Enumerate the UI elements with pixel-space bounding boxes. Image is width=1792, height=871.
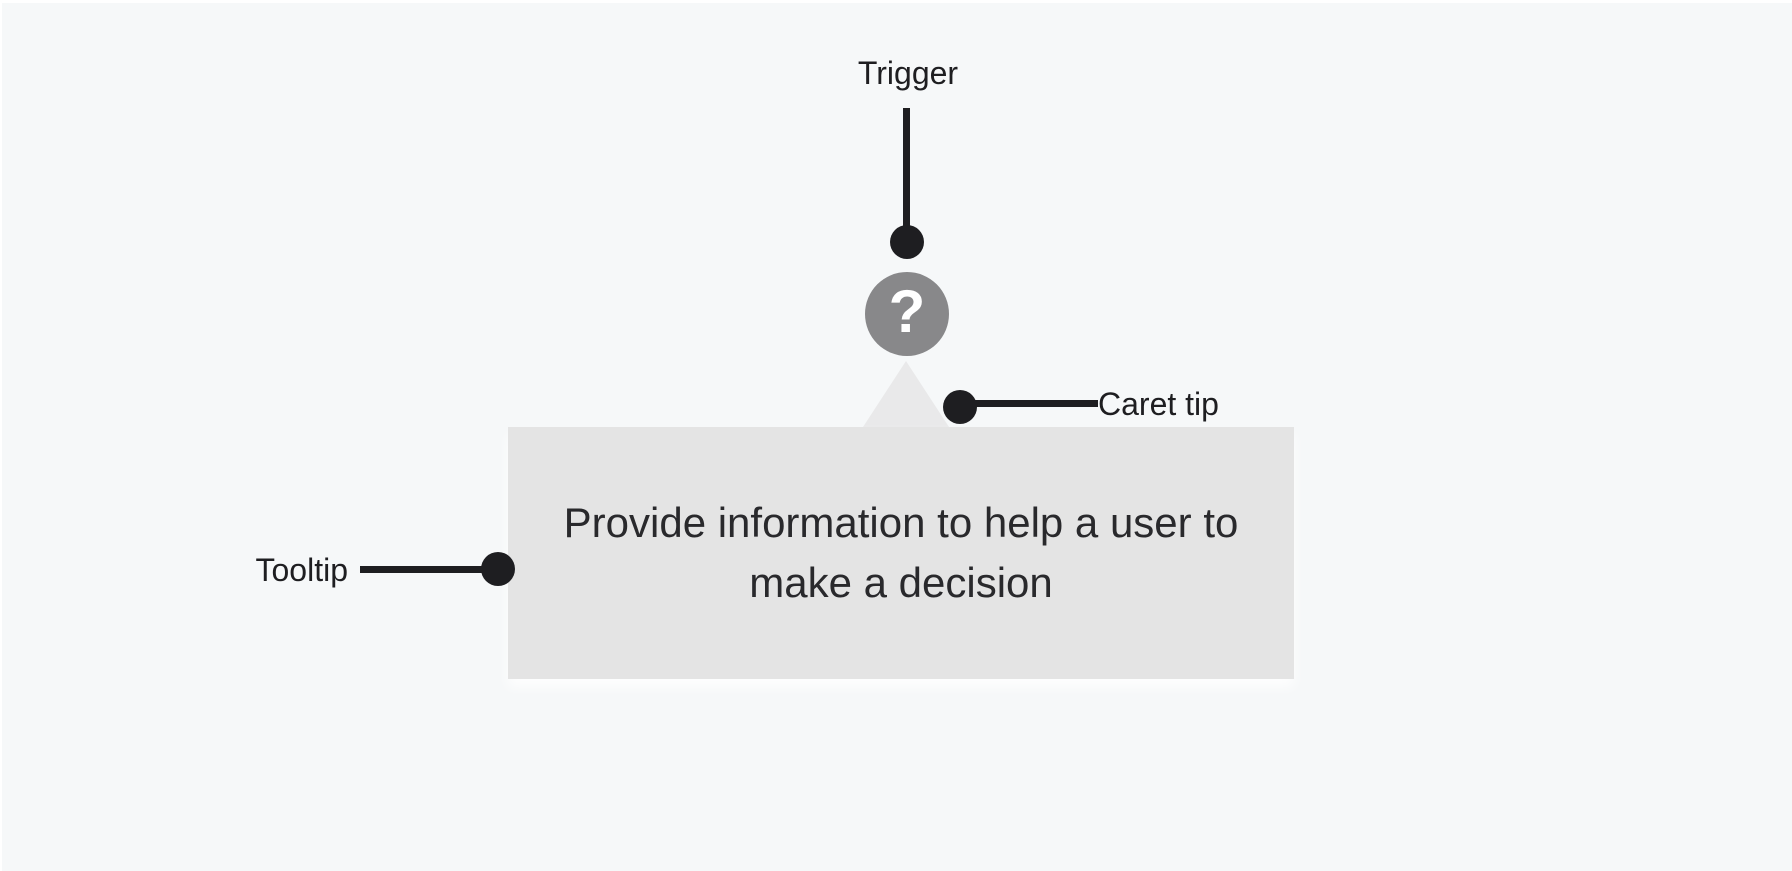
trigger-connector-dot — [890, 225, 924, 259]
tooltip-connector-dot — [481, 552, 515, 586]
tooltip-text: Provide information to help a user to ma… — [563, 499, 1239, 606]
tooltip-label: Tooltip — [255, 552, 349, 588]
question-mark-glyph: ? — [888, 278, 926, 345]
tooltip-caret — [863, 361, 949, 427]
tooltip-connector-line — [360, 566, 498, 573]
caret-tip-connector-dot — [943, 390, 977, 424]
caret-tip-label: Caret tip — [1098, 386, 1219, 422]
trigger-label: Trigger — [857, 55, 959, 91]
question-mark-icon: ? — [865, 272, 949, 356]
top-edge-divider — [0, 0, 1792, 3]
trigger-connector-line — [903, 108, 910, 230]
tooltip-body: Provide information to help a user to ma… — [508, 427, 1294, 679]
caret-tip-connector-line — [958, 400, 1098, 407]
left-edge-divider — [0, 0, 2, 871]
